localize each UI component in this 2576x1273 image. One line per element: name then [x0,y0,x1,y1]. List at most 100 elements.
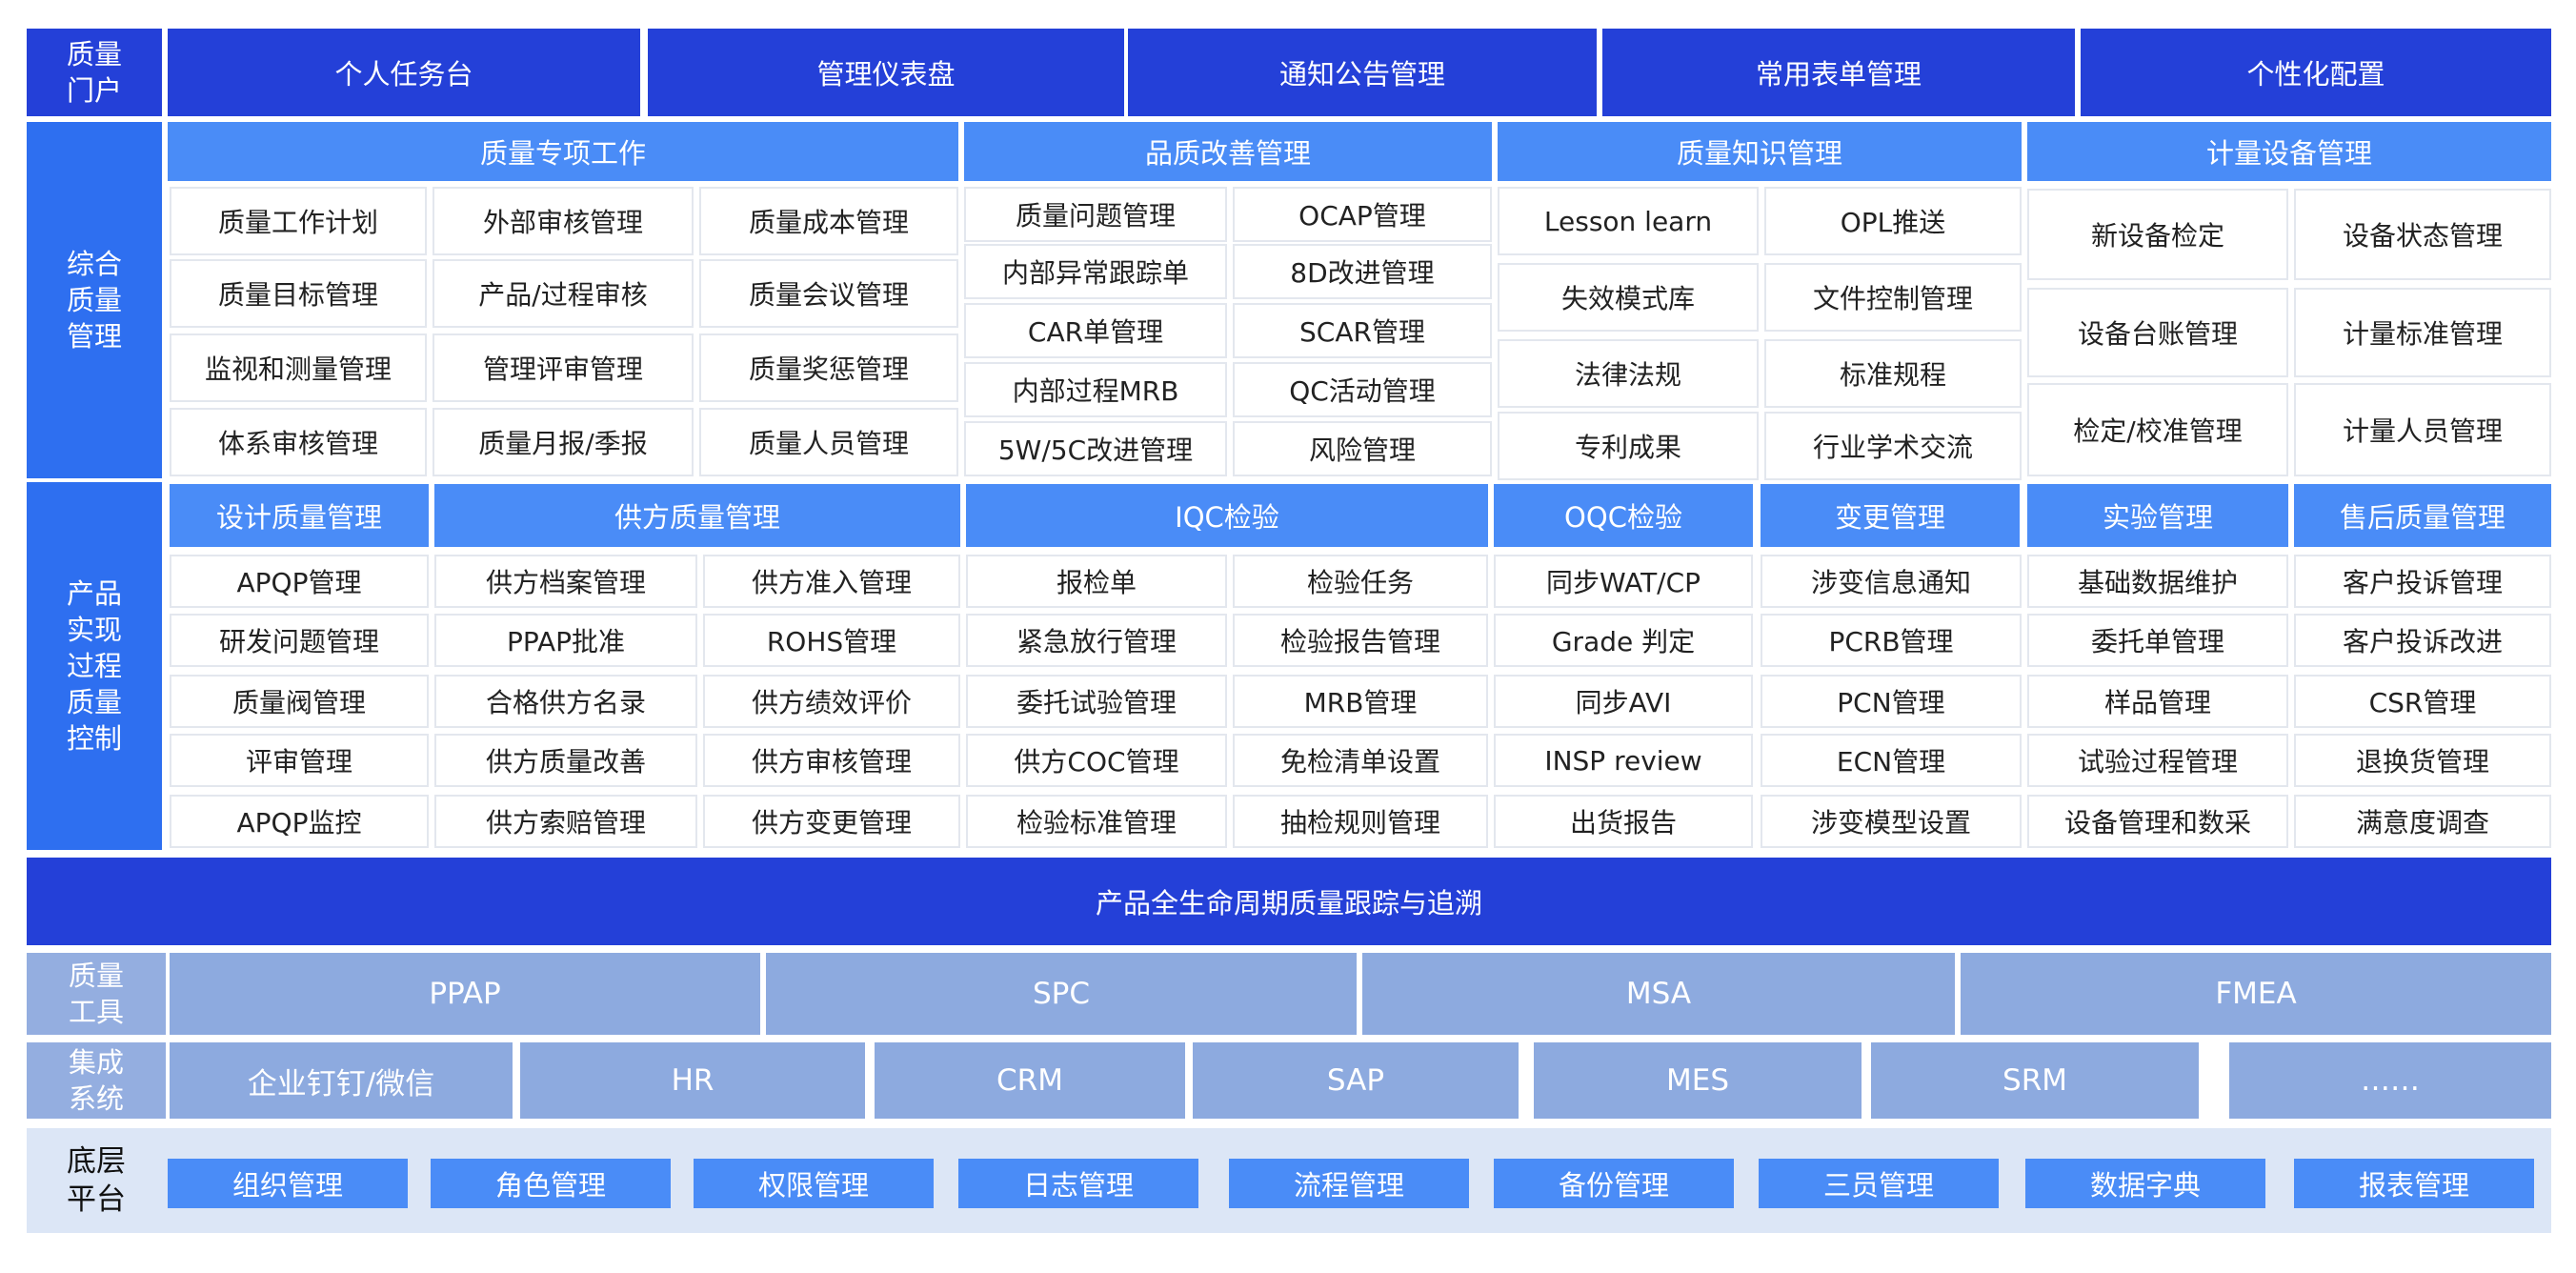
list-item[interactable]: 行业学术交流 [1764,412,2022,480]
list-item[interactable]: 标准规程 [1764,339,2022,408]
list-item[interactable]: OPL推送 [1764,187,2022,255]
platform-item[interactable]: 日志管理 [958,1159,1198,1208]
list-item[interactable]: MRB管理 [1233,675,1488,728]
list-item[interactable]: 设备台账管理 [2027,288,2288,377]
list-item[interactable]: 计量标准管理 [2294,288,2551,377]
integration-sap[interactable]: SAP [1193,1042,1519,1119]
integration-more[interactable]: …… [2229,1042,2551,1119]
list-item[interactable]: 风险管理 [1233,421,1492,476]
list-item[interactable]: OCAP管理 [1233,187,1492,242]
platform-item[interactable]: 流程管理 [1229,1159,1469,1208]
list-item[interactable]: CAR单管理 [964,303,1227,358]
list-item[interactable]: 退换货管理 [2294,734,2551,787]
list-item[interactable]: 管理评审管理 [433,333,694,402]
integration-srm[interactable]: SRM [1871,1042,2199,1119]
list-item[interactable]: PCN管理 [1761,675,2022,728]
platform-item[interactable]: 组织管理 [168,1159,408,1208]
list-item[interactable]: APQP管理 [170,555,429,608]
list-item[interactable]: 检验标准管理 [966,795,1227,848]
list-item[interactable]: SCAR管理 [1233,303,1492,358]
list-item[interactable]: ECN管理 [1761,734,2022,787]
list-item[interactable]: 质量问题管理 [964,187,1227,242]
integration-mes[interactable]: MES [1534,1042,1862,1119]
list-item[interactable]: QC活动管理 [1233,362,1492,417]
list-item[interactable]: 抽检规则管理 [1233,795,1488,848]
list-item[interactable]: 检定/校准管理 [2027,383,2288,476]
list-item[interactable]: PPAP批准 [434,614,697,667]
platform-item[interactable]: 备份管理 [1494,1159,1734,1208]
list-item[interactable]: 涉变模型设置 [1761,795,2022,848]
list-item[interactable]: ROHS管理 [703,614,960,667]
list-item[interactable]: 质量目标管理 [170,259,427,328]
list-item[interactable]: 同步AVI [1494,675,1753,728]
list-item[interactable]: 文件控制管理 [1764,263,2022,332]
list-item[interactable]: 供方绩效评价 [703,675,960,728]
list-item[interactable]: 计量人员管理 [2294,383,2551,476]
list-item[interactable]: Grade 判定 [1494,614,1753,667]
list-item[interactable]: 质量会议管理 [699,259,958,328]
list-item[interactable]: 供方索赔管理 [434,795,697,848]
tab-notices[interactable]: 通知公告管理 [1128,29,1597,116]
list-item[interactable]: 质量奖惩管理 [699,333,958,402]
list-item[interactable]: PCRB管理 [1761,614,2022,667]
list-item[interactable]: 委托单管理 [2027,614,2288,667]
list-item[interactable]: 涉变信息通知 [1761,555,2022,608]
list-item[interactable]: 免检清单设置 [1233,734,1488,787]
platform-item[interactable]: 报表管理 [2294,1159,2534,1208]
tab-forms[interactable]: 常用表单管理 [1602,29,2075,116]
tool-spc[interactable]: SPC [766,953,1357,1035]
platform-item[interactable]: 数据字典 [2025,1159,2265,1208]
list-item[interactable]: 供方质量改善 [434,734,697,787]
list-item[interactable]: 供方变更管理 [703,795,960,848]
list-item[interactable]: 内部异常跟踪单 [964,244,1227,299]
platform-item[interactable]: 角色管理 [431,1159,671,1208]
list-item[interactable]: 评审管理 [170,734,429,787]
list-item[interactable]: 合格供方名录 [434,675,697,728]
list-item[interactable]: 法律法规 [1498,339,1759,408]
list-item[interactable]: 设备状态管理 [2294,189,2551,280]
list-item[interactable]: 质量成本管理 [699,187,958,255]
list-item[interactable]: 质量月报/季报 [433,408,694,476]
integration-hr[interactable]: HR [520,1042,865,1119]
list-item[interactable]: 委托试验管理 [966,675,1227,728]
list-item[interactable]: 产品/过程审核 [433,259,694,328]
integration-crm[interactable]: CRM [875,1042,1185,1119]
list-item[interactable]: 试验过程管理 [2027,734,2288,787]
tab-dashboard[interactable]: 管理仪表盘 [648,29,1124,116]
list-item[interactable]: CSR管理 [2294,675,2551,728]
tool-fmea[interactable]: FMEA [1961,953,2551,1035]
list-item[interactable]: 供方COC管理 [966,734,1227,787]
list-item[interactable]: 失效模式库 [1498,263,1759,332]
integration-dingtalk[interactable]: 企业钉钉/微信 [170,1042,513,1119]
list-item[interactable]: 客户投诉改进 [2294,614,2551,667]
list-item[interactable]: Lesson learn [1498,187,1759,255]
list-item[interactable]: 基础数据维护 [2027,555,2288,608]
list-item[interactable]: 供方档案管理 [434,555,697,608]
list-item[interactable]: INSP review [1494,734,1753,787]
platform-item[interactable]: 权限管理 [694,1159,934,1208]
list-item[interactable]: 供方审核管理 [703,734,960,787]
list-item[interactable]: 同步WAT/CP [1494,555,1753,608]
list-item[interactable]: 内部过程MRB [964,362,1227,417]
list-item[interactable]: 检验任务 [1233,555,1488,608]
tool-ppap[interactable]: PPAP [170,953,760,1035]
list-item[interactable]: 满意度调查 [2294,795,2551,848]
list-item[interactable]: 样品管理 [2027,675,2288,728]
list-item[interactable]: 质量工作计划 [170,187,427,255]
list-item[interactable]: 研发问题管理 [170,614,429,667]
list-item[interactable]: 5W/5C改进管理 [964,421,1227,476]
tab-personal-tasks[interactable]: 个人任务台 [168,29,640,116]
platform-item[interactable]: 三员管理 [1759,1159,1999,1208]
list-item[interactable]: APQP监控 [170,795,429,848]
list-item[interactable]: 8D改进管理 [1233,244,1492,299]
list-item[interactable]: 外部审核管理 [433,187,694,255]
tool-msa[interactable]: MSA [1362,953,1955,1035]
list-item[interactable]: 出货报告 [1494,795,1753,848]
list-item[interactable]: 质量人员管理 [699,408,958,476]
list-item[interactable]: 报检单 [966,555,1227,608]
list-item[interactable]: 监视和测量管理 [170,333,427,402]
list-item[interactable]: 供方准入管理 [703,555,960,608]
list-item[interactable]: 新设备检定 [2027,189,2288,280]
list-item[interactable]: 检验报告管理 [1233,614,1488,667]
list-item[interactable]: 客户投诉管理 [2294,555,2551,608]
